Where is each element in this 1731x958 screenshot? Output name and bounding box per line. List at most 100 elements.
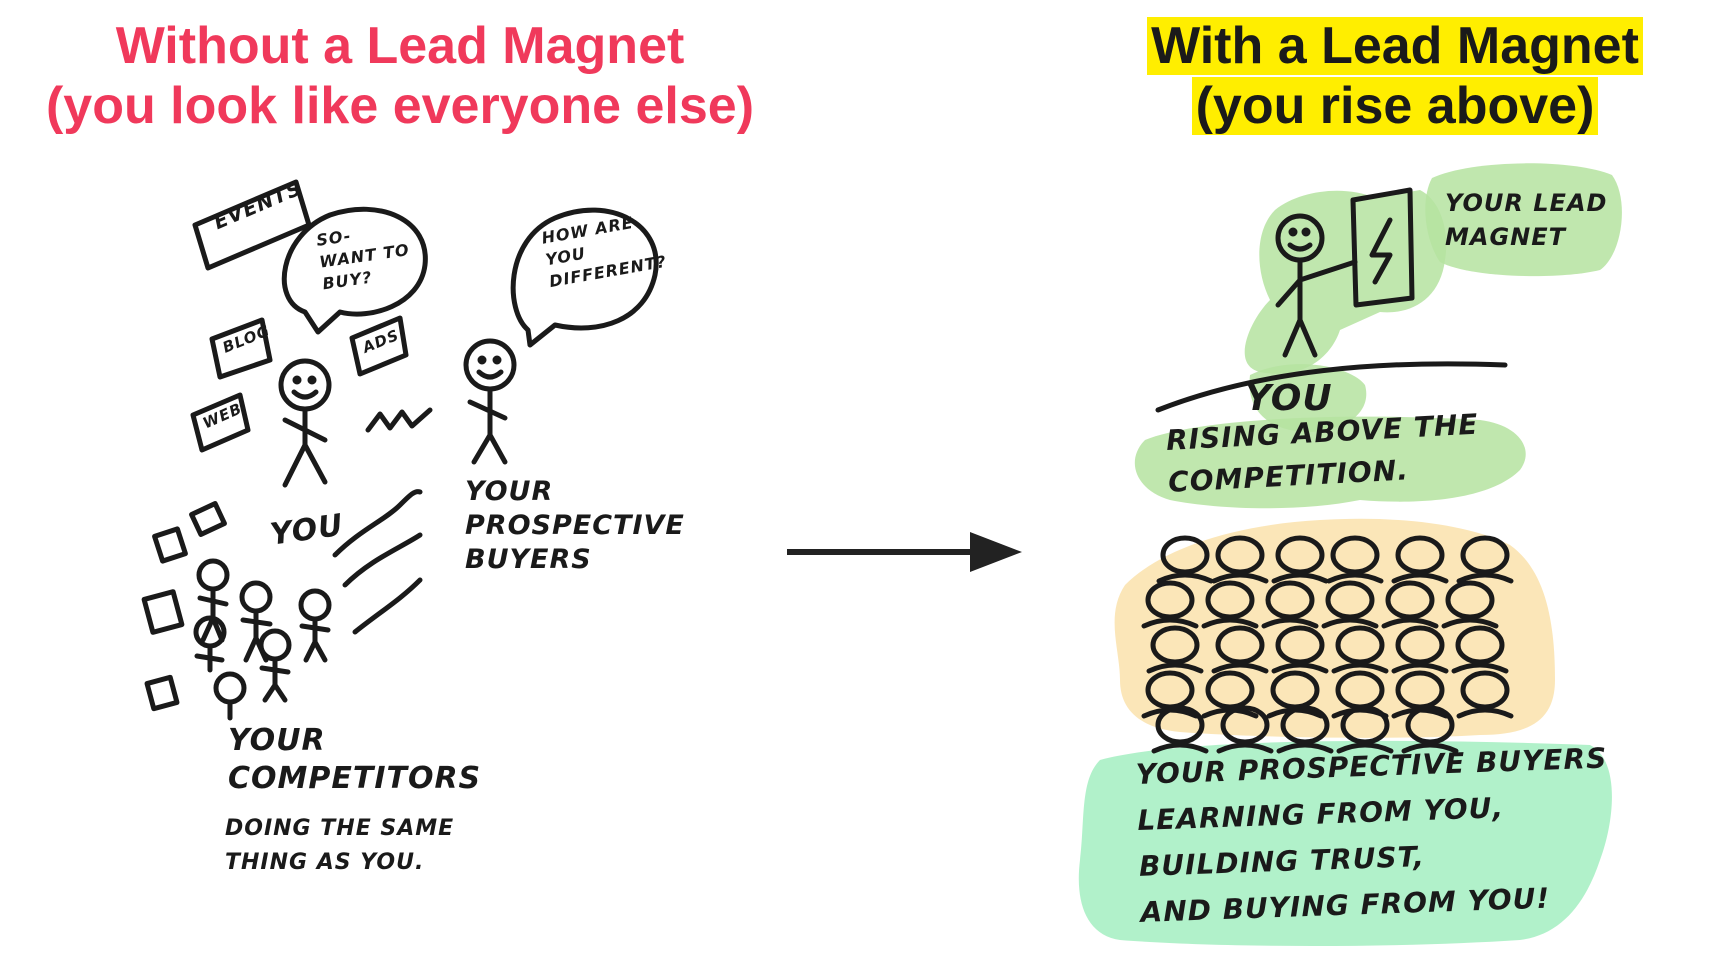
audience-crowd <box>1141 535 1514 754</box>
rising-label: RISING ABOVE THE COMPETITION. <box>1165 407 1480 499</box>
audience-shoulders <box>1401 742 1459 754</box>
audience-shoulders <box>1141 617 1199 629</box>
buyer-speech-bubble <box>510 207 659 348</box>
audience-head <box>1265 580 1315 620</box>
competitor-sign <box>189 501 227 537</box>
ads-sign <box>349 315 409 377</box>
audience-head <box>1280 705 1330 745</box>
right-subtitle: (you rise above) <box>1190 76 1600 136</box>
audience-head <box>1275 535 1325 575</box>
you-stick-figure <box>278 358 332 488</box>
audience-shoulders <box>1321 617 1379 629</box>
competitor-sign <box>152 526 188 564</box>
audience-head <box>1395 535 1445 575</box>
audience-head <box>1145 670 1195 710</box>
lead-magnet-icon <box>1350 187 1415 308</box>
you-highlight-blob <box>1244 190 1447 374</box>
audience-shoulders <box>1391 572 1449 584</box>
audience-shoulders <box>1391 662 1449 674</box>
audience-head <box>1405 705 1455 745</box>
audience-shoulders <box>1336 742 1394 754</box>
left-subtitle: (you look like everyone else) <box>45 77 755 135</box>
audience-shoulders <box>1151 742 1209 754</box>
audience-head <box>1205 580 1255 620</box>
buyers-highlight-blob <box>1078 740 1612 946</box>
audience-head <box>1445 580 1495 620</box>
audience-head <box>1340 705 1390 745</box>
lead-magnet-label-blob <box>1425 163 1622 277</box>
audience-shoulders <box>1211 572 1269 584</box>
lead-magnet-label: YOUR LEAD MAGNET <box>1445 189 1608 251</box>
audience-head <box>1325 580 1375 620</box>
transition-arrow <box>787 532 1022 572</box>
audience-head <box>1215 625 1265 665</box>
competitor-figure <box>213 671 247 721</box>
buyer-stick-figure <box>463 338 517 465</box>
audience-head <box>1155 705 1205 745</box>
rising-label-blob <box>1134 416 1526 509</box>
competitor-sign <box>144 674 180 712</box>
audience-shoulders <box>1441 617 1499 629</box>
audience-shoulders <box>1271 662 1329 674</box>
competitor-figure <box>196 558 230 643</box>
audience-head <box>1455 625 1505 665</box>
left-title: Without a Lead Magnet <box>115 17 685 75</box>
audience-shoulders <box>1451 662 1509 674</box>
competitors-note: DOING THE SAME THING AS YOU. <box>225 816 455 875</box>
audience-shoulders <box>1456 707 1514 719</box>
audience-shoulders <box>1146 662 1204 674</box>
left-panel <box>141 179 659 721</box>
audience-shoulders <box>1271 572 1329 584</box>
audience-head <box>1220 705 1270 745</box>
blog-sign <box>209 317 273 380</box>
audience-shoulders <box>1156 572 1214 584</box>
right-panel <box>1078 163 1622 946</box>
competitor-figure <box>258 628 292 703</box>
audience-head <box>1385 580 1435 620</box>
audience-shoulders <box>1201 617 1259 629</box>
motion-stroke <box>352 577 423 635</box>
right-title-text: With a Lead Magnet <box>1147 17 1643 75</box>
audience-head <box>1150 625 1200 665</box>
audience-head <box>1330 535 1380 575</box>
audience-head <box>1335 625 1385 665</box>
you-stick-figure-elevated <box>1275 213 1358 358</box>
audience-shoulders <box>1331 662 1389 674</box>
audience-head <box>1395 625 1445 665</box>
competitor-figure <box>193 615 227 673</box>
buyers-label: YOUR PROSPECTIVE BUYERS <box>465 476 685 575</box>
motion-stroke <box>342 532 423 588</box>
platform-line <box>1155 361 1508 413</box>
competitor-figure <box>298 588 332 663</box>
audience-shoulders <box>1211 662 1269 674</box>
web-sign <box>190 392 251 453</box>
audience-head <box>1215 535 1265 575</box>
audience-shoulders <box>1261 617 1319 629</box>
you-speech-text: SO- WANT TO BUY? <box>315 226 411 294</box>
you-elevated-label: YOU <box>1245 378 1333 419</box>
crowd-highlight-blob <box>1114 518 1555 738</box>
audience-head <box>1160 535 1210 575</box>
buyers-outcome-label: YOUR PROSPECTIVE BUYERS LEARNING FROM YO… <box>1135 741 1608 929</box>
audience-head <box>1205 670 1255 710</box>
audience-head <box>1395 670 1445 710</box>
audience-head <box>1460 535 1510 575</box>
squiggle-line <box>365 407 433 433</box>
you-label-blob <box>1249 364 1367 432</box>
motion-stroke <box>332 489 423 558</box>
audience-shoulders <box>1216 742 1274 754</box>
audience-head <box>1145 580 1195 620</box>
audience-head <box>1270 670 1320 710</box>
audience-shoulders <box>1381 617 1439 629</box>
you-speech-bubble <box>281 206 428 335</box>
right-subtitle-text: (you rise above) <box>1191 77 1599 135</box>
audience-head <box>1460 670 1510 710</box>
audience-head <box>1275 625 1325 665</box>
audience-shoulders <box>1276 742 1334 754</box>
competitor-figure <box>239 580 273 663</box>
right-title: With a Lead Magnet <box>1135 16 1655 76</box>
audience-shoulders <box>1456 572 1514 584</box>
audience-shoulders <box>1326 572 1384 584</box>
competitor-sign <box>141 589 185 635</box>
